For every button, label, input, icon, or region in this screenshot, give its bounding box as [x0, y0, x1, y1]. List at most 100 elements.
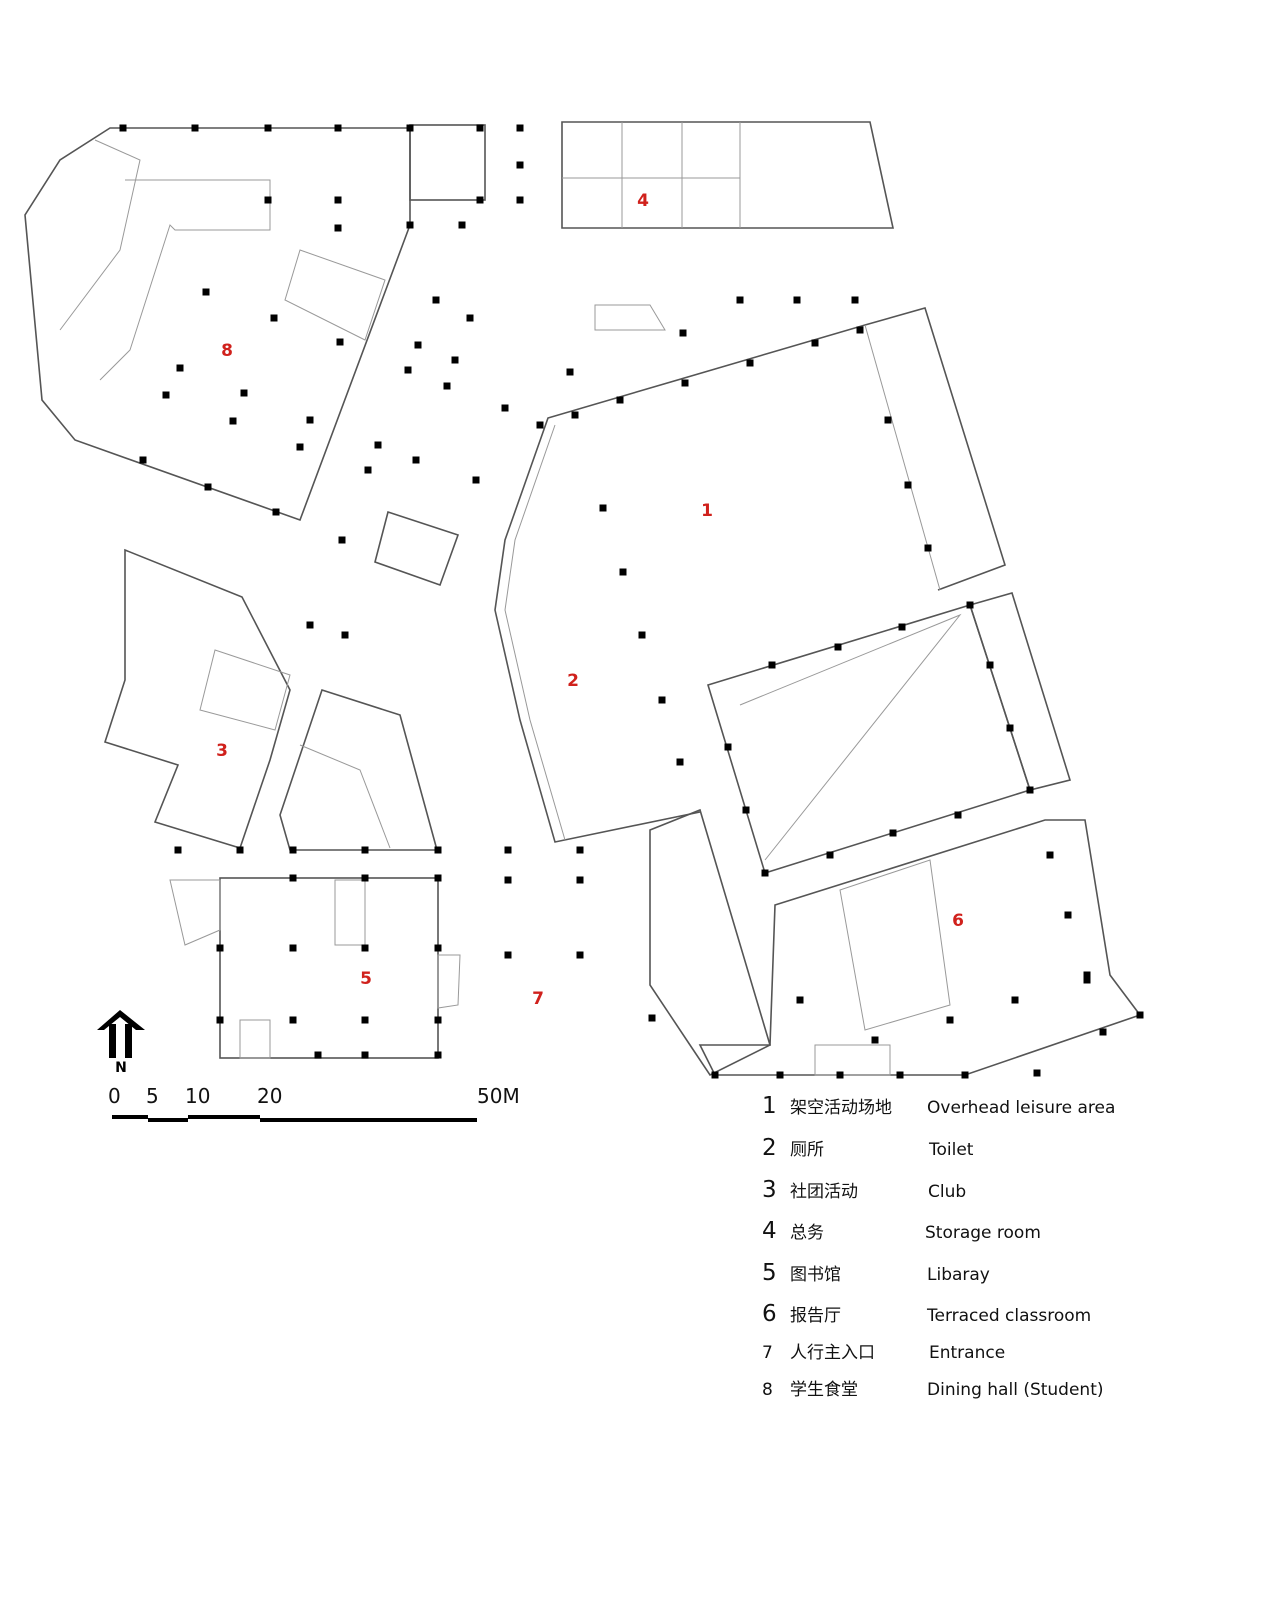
column	[364, 466, 372, 474]
column	[1136, 1011, 1144, 1019]
building-6-outline	[698, 819, 1142, 1076]
small-building-outline	[279, 688, 439, 851]
central-hall-frame	[968, 592, 1072, 791]
column	[414, 341, 422, 349]
column	[724, 743, 732, 751]
north-letter: N	[115, 1060, 127, 1076]
column	[536, 421, 544, 429]
column	[898, 623, 906, 631]
column	[1026, 786, 1034, 794]
north-arrow-icon: N	[97, 1010, 145, 1076]
column	[472, 476, 480, 484]
column	[576, 876, 584, 884]
room-label-7: 7	[532, 989, 544, 1009]
column	[334, 124, 342, 132]
column	[711, 1071, 719, 1079]
column	[961, 1071, 969, 1079]
building-3-outline	[103, 548, 291, 849]
column	[954, 811, 962, 819]
column	[229, 417, 237, 425]
column	[306, 416, 314, 424]
column	[616, 396, 624, 404]
column	[289, 846, 297, 854]
column	[884, 416, 892, 424]
column	[619, 568, 627, 576]
column	[272, 508, 280, 516]
column	[761, 869, 769, 877]
column	[434, 1016, 442, 1024]
column	[896, 1071, 904, 1079]
column	[404, 366, 412, 374]
column	[871, 1036, 879, 1044]
building-6-hall	[839, 859, 951, 1031]
room-label-4: 4	[637, 191, 649, 211]
column	[811, 339, 819, 347]
library-stair	[437, 954, 461, 1009]
room-label-1: 1	[701, 501, 713, 521]
column	[516, 161, 524, 169]
column	[338, 536, 346, 544]
column	[1011, 996, 1019, 1004]
column	[793, 296, 801, 304]
column	[504, 846, 512, 854]
column	[946, 1016, 954, 1024]
column	[466, 314, 474, 322]
column	[434, 1051, 442, 1059]
column	[851, 296, 859, 304]
room-label-6: 6	[952, 911, 964, 931]
column	[676, 758, 684, 766]
column	[270, 314, 278, 322]
structural-columns	[119, 124, 1144, 1079]
scale-tick-5: 5	[146, 1084, 159, 1108]
column	[571, 411, 579, 419]
column	[361, 874, 369, 882]
column	[191, 124, 199, 132]
column	[406, 221, 414, 229]
column	[443, 382, 451, 390]
column	[174, 846, 182, 854]
column	[742, 806, 750, 814]
scale-bar: 0 5 10 20 50M	[108, 1084, 520, 1122]
column	[856, 326, 864, 334]
column	[504, 951, 512, 959]
column	[289, 1016, 297, 1024]
column	[458, 221, 466, 229]
room-label-3: 3	[216, 741, 228, 761]
column	[374, 441, 382, 449]
column	[1006, 724, 1014, 732]
column	[776, 1071, 784, 1079]
column	[432, 296, 440, 304]
building-8-inner-wall	[59, 139, 141, 331]
column	[451, 356, 459, 364]
scale-tick-50: 50M	[477, 1084, 520, 1108]
column	[768, 661, 776, 669]
column	[638, 631, 646, 639]
entrance-stairs	[814, 1044, 891, 1076]
column	[314, 1051, 322, 1059]
column	[216, 1016, 224, 1024]
column	[599, 504, 607, 512]
building-5-outline	[219, 877, 439, 1059]
column	[361, 1016, 369, 1024]
room-labels: 1 2 3 4 5 6 7 8	[216, 191, 964, 1009]
column	[296, 443, 304, 451]
column	[566, 368, 574, 376]
column	[826, 851, 834, 859]
library-stair	[169, 879, 221, 946]
stair-building-outline	[649, 808, 771, 1077]
column	[341, 631, 349, 639]
column	[119, 124, 127, 132]
column	[139, 456, 147, 464]
column	[202, 288, 210, 296]
column	[434, 944, 442, 952]
column	[162, 391, 170, 399]
column	[1083, 971, 1091, 979]
building-8-outline	[24, 127, 411, 522]
column	[412, 456, 420, 464]
column	[504, 876, 512, 884]
column	[1064, 911, 1072, 919]
central-core	[374, 510, 460, 587]
column	[966, 601, 974, 609]
room-label-5: 5	[360, 969, 372, 989]
column	[334, 224, 342, 232]
